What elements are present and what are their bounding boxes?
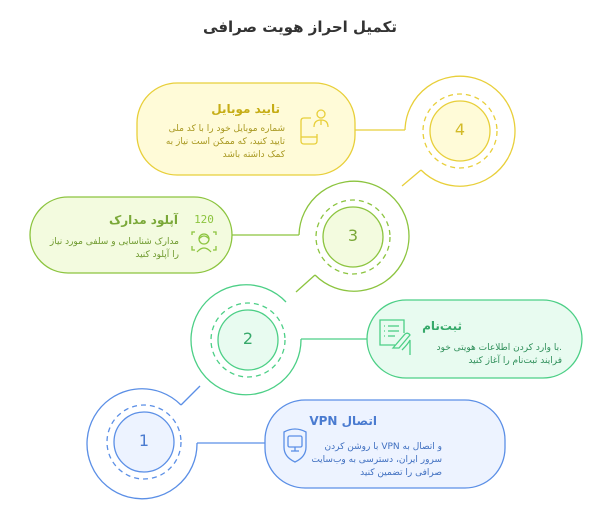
face-scan-label: 120: [194, 213, 214, 226]
step-1-title: اتصال VPN: [309, 414, 377, 428]
step-3-card: آپلود مدارک مدارک شناسایی و سلفی مورد نی…: [30, 197, 232, 273]
step-1-node: [86, 385, 506, 500]
step-4-description: شماره موبایل خود را با کد ملی تایید کنید…: [165, 124, 285, 160]
step-2-title: ثبت‌نام: [422, 319, 462, 333]
step-3-description: مدارک شناسایی و سلفی مورد نیاز را آپلود …: [49, 237, 179, 260]
step-2-description: .با وارد کردن اطلاعات هویتی خود فرایند ث…: [436, 343, 562, 366]
step-4-card: تایید موبایل شماره موبایل خود را با کد م…: [137, 83, 355, 175]
shield-monitor-icon: [283, 428, 307, 463]
step-2-node: [190, 284, 583, 396]
step-3-number: 3: [347, 226, 359, 245]
step-3-node: [29, 180, 410, 293]
step-4-title: تایید موبایل: [211, 102, 280, 116]
step-2-number: 2: [242, 329, 254, 348]
step-4-number: 4: [454, 120, 466, 139]
step-1-number: 1: [138, 431, 150, 450]
step-1-description: و اتصال به VPN با روشن کردن سرور ایران، …: [311, 442, 442, 478]
step-1-card: اتصال VPN و اتصال به VPN با روشن کردن سر…: [265, 400, 505, 488]
step-2-card: ثبت‌نام .با وارد کردن اطلاعات هویتی خود …: [367, 300, 582, 378]
face-scan-icon: [191, 231, 217, 253]
step-3-title: آپلود مدارک: [108, 213, 178, 227]
mobile-user-icon: [300, 109, 329, 145]
step-4-node: [136, 75, 516, 187]
form-pen-icon: [379, 319, 411, 355]
page-title: تکمیل احراز هویت صرافی: [203, 18, 397, 36]
